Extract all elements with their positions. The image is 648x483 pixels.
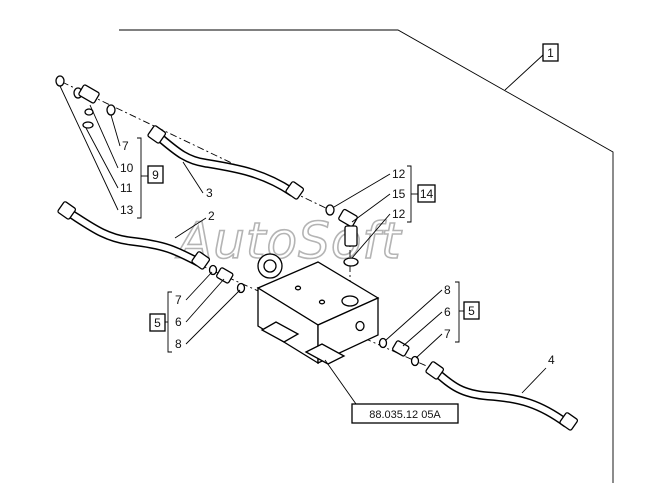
- watermark-text: AutoSoft: [175, 212, 403, 270]
- svg-text:12: 12: [392, 167, 406, 181]
- callout-group-left-bottom: 7 6 8 5: [149, 271, 241, 353]
- callout-1: 1: [547, 46, 554, 60]
- svg-text:6: 6: [175, 315, 182, 329]
- union-fitting-right: [378, 337, 420, 367]
- svg-text:8: 8: [175, 337, 182, 351]
- tee-fitting-assembly: [55, 75, 116, 129]
- svg-text:6: 6: [444, 305, 451, 319]
- assembly-axis-top: [61, 81, 331, 211]
- leader-3: [182, 161, 204, 194]
- svg-text:8: 8: [444, 283, 451, 297]
- valve-block: [256, 253, 380, 365]
- callout-group-left-top: 7 10 11 13 9: [59, 85, 164, 219]
- svg-text:15: 15: [392, 187, 406, 201]
- callout-group-center-top: 12 15 12 14: [333, 165, 436, 259]
- svg-text:10: 10: [120, 161, 134, 175]
- svg-text:5: 5: [468, 304, 475, 318]
- tube-2: [57, 201, 211, 270]
- svg-text:7: 7: [122, 139, 129, 153]
- elbow-fitting-assembly: [325, 204, 359, 267]
- leader-2: [174, 217, 207, 239]
- reference-code-box: 88.035.12 05A: [324, 359, 459, 424]
- tube-4: [425, 361, 579, 431]
- leader-1: [504, 54, 544, 91]
- svg-text:88.035.12 05A: 88.035.12 05A: [369, 409, 441, 421]
- svg-text:7: 7: [175, 293, 182, 307]
- tube-3: [147, 125, 305, 200]
- callout-2: 2: [208, 209, 215, 223]
- svg-text:14: 14: [420, 187, 434, 201]
- svg-text:5: 5: [154, 316, 161, 330]
- union-fitting-left: [208, 264, 246, 294]
- callout-group-right-bottom: 8 6 7 5: [385, 281, 480, 359]
- callout-3: 3: [206, 186, 213, 200]
- svg-text:9: 9: [152, 168, 159, 182]
- svg-text:11: 11: [120, 181, 133, 195]
- svg-text:7: 7: [444, 327, 451, 341]
- frame-outline: [119, 29, 614, 483]
- svg-text:12: 12: [392, 207, 406, 221]
- callout-box-1: [542, 43, 559, 62]
- svg-text:13: 13: [120, 203, 134, 217]
- leader-4: [521, 367, 547, 394]
- callout-4: 4: [548, 353, 555, 367]
